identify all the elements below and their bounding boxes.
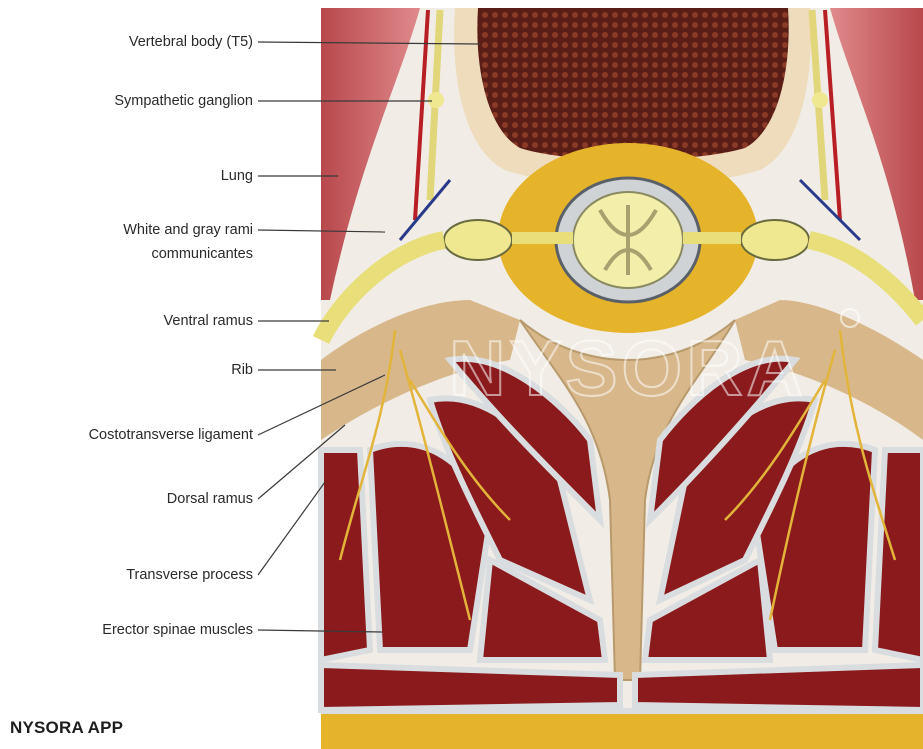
label-costotransverse-ligament: Costotransverse ligament: [89, 427, 253, 444]
label-sympathetic-ganglion: Sympathetic ganglion: [114, 93, 253, 110]
label-dorsal-ramus: Dorsal ramus: [167, 491, 253, 508]
label-rami-line1: White and gray rami: [123, 222, 253, 239]
label-vertebral-body: Vertebral body (T5): [129, 34, 253, 51]
label-rami-line2: communicantes: [151, 246, 253, 263]
dorsal-root-ganglion-left: [444, 220, 512, 260]
brand-logo-text: NYSORA APP: [10, 718, 123, 738]
label-transverse-process: Transverse process: [126, 567, 253, 584]
label-lung: Lung: [221, 168, 253, 185]
subcutaneous-fat: [321, 712, 923, 749]
vertebral-body-cancellous: [477, 8, 788, 160]
label-erector-spinae: Erector spinae muscles: [102, 622, 253, 639]
dorsal-root-ganglion-right: [741, 220, 809, 260]
label-ventral-ramus: Ventral ramus: [164, 313, 253, 330]
label-rib: Rib: [231, 362, 253, 379]
watermark-text: NYSORA: [449, 324, 807, 412]
